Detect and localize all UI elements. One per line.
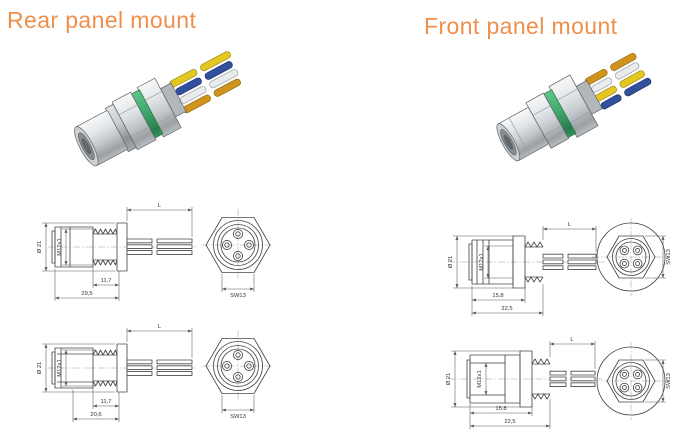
dim-b: 22,5 bbox=[501, 306, 512, 312]
dim-wrench: SW13 bbox=[666, 249, 672, 265]
dim-length: L bbox=[570, 337, 574, 343]
dim-thread: M12x1 bbox=[57, 359, 63, 376]
dim-diameter: Ø 21 bbox=[446, 373, 452, 386]
dim-diameter: Ø 21 bbox=[37, 362, 43, 375]
dim-diameter: Ø 21 bbox=[37, 241, 43, 254]
front-front-view-1: SW13 bbox=[592, 218, 672, 296]
dim-b: 22,5 bbox=[504, 419, 515, 425]
dim-thread: M12x1 bbox=[57, 238, 63, 255]
dim-a: 11,7 bbox=[101, 399, 112, 405]
dim-wrench: SW13 bbox=[666, 373, 672, 389]
dim-a: 15,8 bbox=[492, 293, 503, 299]
rear-front-view-1: SW13 bbox=[202, 209, 274, 299]
dim-thread: M12x1 bbox=[477, 370, 483, 387]
front-side-view-1: L Ø 21 M12x1 15,8 22,5 bbox=[448, 222, 605, 316]
front-front-view-2: SW13 bbox=[592, 342, 672, 420]
dim-length: L bbox=[158, 324, 162, 330]
front-panel-title: Front panel mount bbox=[424, 13, 618, 39]
dim-b: 29,5 bbox=[81, 291, 92, 297]
dim-length: L bbox=[568, 222, 572, 228]
rear-front-view-2: SW13 bbox=[202, 330, 274, 420]
front-side-view-2: L Ø 21 M12x1 15,8 22,5 bbox=[446, 337, 602, 429]
dim-thread: M12x1 bbox=[479, 253, 485, 270]
dim-diameter: Ø 21 bbox=[448, 256, 454, 269]
dim-length: L bbox=[158, 203, 162, 209]
front-connector-3d-render bbox=[496, 52, 652, 162]
rear-side-view-1: Ø 21 M12x1 L 11,7 29,5 bbox=[37, 203, 198, 301]
dim-a: 11,7 bbox=[101, 278, 112, 284]
rear-side-view-2: Ø 21 M12x1 L 11,7 20,6 bbox=[37, 324, 198, 422]
rear-connector-3d-render bbox=[74, 51, 241, 167]
dim-wrench: SW13 bbox=[230, 293, 246, 299]
dim-a: 15,8 bbox=[495, 406, 506, 412]
rear-panel-title: Rear panel mount bbox=[7, 7, 197, 33]
dim-wrench: SW13 bbox=[230, 414, 246, 420]
dim-b: 20,6 bbox=[90, 412, 101, 418]
